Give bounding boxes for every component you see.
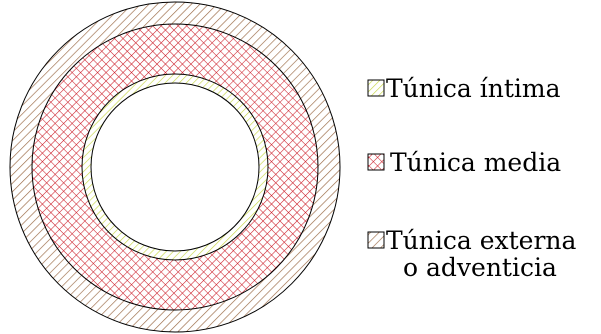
legend-swatch-externa	[367, 231, 385, 249]
legend-item-intima: Túnica íntima	[367, 74, 561, 103]
legend-item-media: Túnica media	[367, 148, 561, 177]
legend-item-externa: Túnica externa o adventicia	[367, 226, 577, 282]
legend-label-externa-line2: o adventicia	[403, 253, 557, 282]
legend-swatch-media	[367, 153, 385, 171]
legend-swatch-intima	[367, 79, 385, 97]
vessel-lumen	[90, 82, 260, 252]
legend-label-intima: Túnica íntima	[386, 74, 561, 103]
legend-label-media: Túnica media	[390, 148, 561, 177]
legend-label-externa-line1: Túnica externa	[386, 226, 577, 255]
